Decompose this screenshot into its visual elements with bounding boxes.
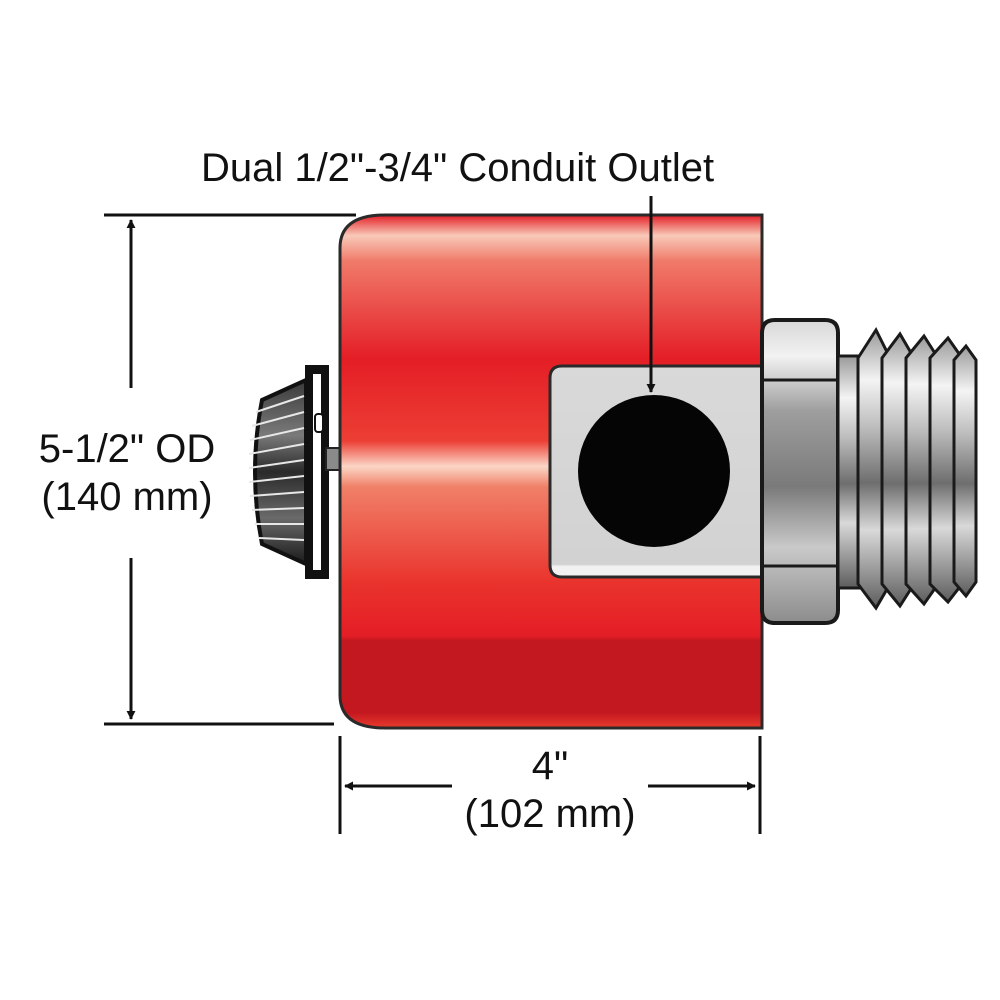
threaded-pipe: [836, 326, 978, 611]
width-dimension-label: 4" (102 mm): [450, 742, 650, 838]
conduit-outlet-text: Dual 1/2"-3/4" Conduit Outlet: [200, 146, 715, 190]
conduit-outlet-label: Dual 1/2"-3/4" Conduit Outlet: [0, 148, 915, 188]
conduit-outlet-hole: [578, 395, 730, 547]
height-dimension-label: 5-1/2" OD (140 mm): [0, 425, 254, 521]
conduit-outlet-plate: [548, 364, 764, 579]
hex-nut: [760, 318, 840, 625]
width-imperial-text: 4": [531, 744, 569, 788]
height-dimension: [104, 213, 356, 726]
width-dimension: [338, 736, 762, 834]
height-imperial-text: 5-1/2" OD: [38, 427, 216, 471]
adjustment-knob: [248, 365, 343, 579]
width-metric-text: (102 mm): [464, 792, 636, 836]
height-metric-text: (140 mm): [41, 475, 213, 519]
